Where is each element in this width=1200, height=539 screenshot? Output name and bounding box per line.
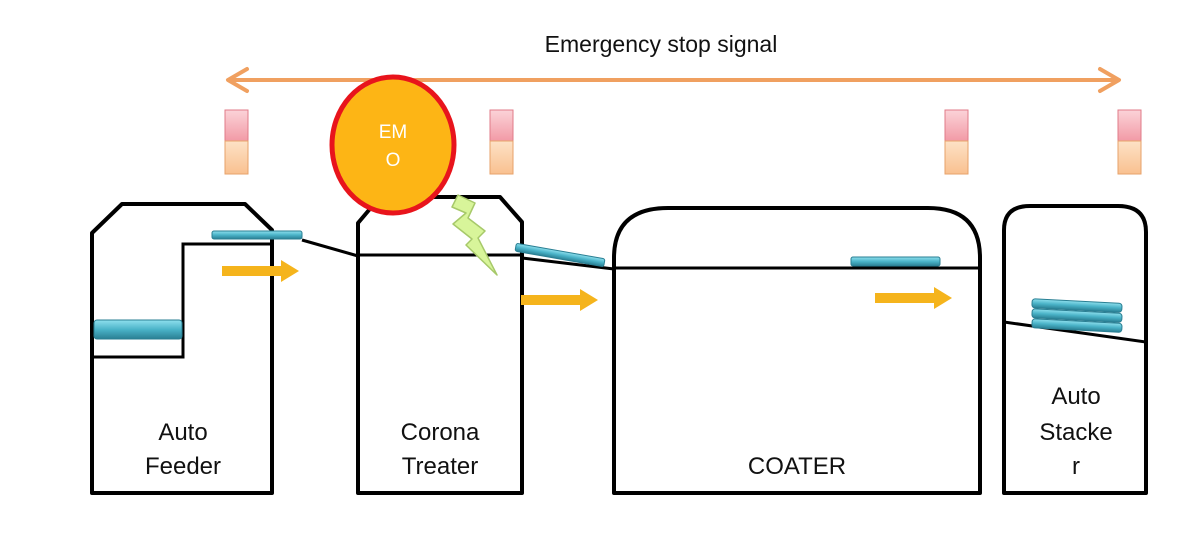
signal-label: Emergency stop signal <box>545 31 778 57</box>
machine-label-line: Stacke <box>1039 419 1112 446</box>
machine-label-line: Feeder <box>145 453 221 480</box>
emo-label: O <box>386 150 401 171</box>
machine-label-line: Corona <box>401 419 480 446</box>
machine-label-line: r <box>1072 453 1080 480</box>
signal-lamp <box>1117 109 1142 175</box>
lightning-bolt <box>451 194 498 276</box>
machine-auto-feeder: Auto Feeder <box>90 202 303 495</box>
flow-arrow <box>521 289 598 311</box>
machine-corona-treater: Corona Treater <box>356 195 598 495</box>
machine-coater: COATER <box>612 206 982 495</box>
machine-auto-stacker: Auto Stacke r <box>1002 204 1148 495</box>
sheet-stack <box>93 319 183 340</box>
emo-label: EM <box>379 122 408 143</box>
machine-label-line: COATER <box>748 453 846 480</box>
conveyor-link <box>521 256 615 271</box>
conveyor-link <box>301 238 359 258</box>
emo-button[interactable]: EM O <box>329 74 457 216</box>
flow-arrow <box>875 287 952 309</box>
signal-lamp <box>489 109 514 175</box>
signal-lamp <box>944 109 969 175</box>
sheet <box>850 256 941 267</box>
machine-label-line: Treater <box>402 453 478 480</box>
sheet <box>211 230 303 240</box>
machine-label-line: Auto <box>1051 383 1100 410</box>
flow-arrow <box>222 260 299 282</box>
sheet <box>514 243 606 267</box>
machine-label-line: Auto <box>158 419 207 446</box>
sheet-stack <box>1031 298 1123 333</box>
signal-lamp <box>224 109 249 175</box>
